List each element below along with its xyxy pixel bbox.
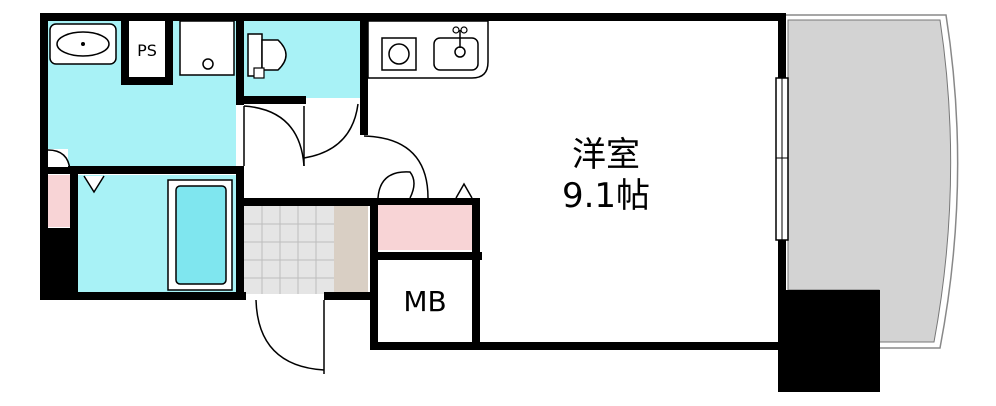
wall-bottom-bath bbox=[40, 292, 246, 300]
stove-icon bbox=[381, 37, 417, 71]
ps-box-inner bbox=[129, 21, 165, 77]
kitchen-storage-floor bbox=[375, 202, 473, 250]
balcony bbox=[783, 14, 959, 349]
washer-drain-icon bbox=[179, 20, 235, 76]
mb-wall-top bbox=[370, 252, 482, 260]
wall-wash-bottom bbox=[40, 166, 244, 174]
balcony-floor bbox=[787, 19, 952, 343]
bathtub-icon bbox=[167, 179, 233, 291]
door-openings bbox=[48, 149, 68, 167]
entrance-step bbox=[334, 206, 368, 294]
wall-entrance-top bbox=[236, 198, 374, 206]
ps-label: PS bbox=[137, 41, 157, 60]
mb-wall-left bbox=[370, 198, 378, 350]
entrance-tile-floor bbox=[244, 206, 334, 294]
left-closet-floor bbox=[46, 175, 72, 227]
wall-bottom-entrance bbox=[324, 292, 378, 300]
toilet-icon bbox=[247, 33, 287, 79]
walls bbox=[40, 13, 880, 392]
door-swings bbox=[47, 103, 473, 374]
door-swing-icon bbox=[83, 175, 105, 194]
mb-label: MB bbox=[403, 285, 446, 318]
entrance-tile-grid bbox=[244, 206, 334, 294]
kitchen-counter bbox=[367, 20, 489, 79]
corner-pillar bbox=[778, 290, 880, 392]
room-name: 洋室 bbox=[572, 135, 640, 175]
wall-bath-left bbox=[70, 166, 78, 296]
room-size: 9.1帖 bbox=[562, 176, 650, 216]
washbasin-icon bbox=[49, 23, 117, 65]
wall-kitchen-left bbox=[360, 13, 368, 135]
wall-top bbox=[40, 13, 786, 21]
wall-bath-right bbox=[236, 166, 244, 300]
wall-wash-toilet bbox=[236, 13, 244, 105]
wall-bottom-main bbox=[370, 342, 788, 350]
wall-toilet-bottom bbox=[236, 96, 306, 104]
storage-wall-top bbox=[370, 198, 480, 205]
wall-right-bottom bbox=[778, 236, 786, 294]
wall-left bbox=[40, 13, 48, 299]
right-window bbox=[775, 77, 789, 241]
mb-wall-right bbox=[472, 198, 480, 350]
wall-right-top bbox=[778, 13, 786, 83]
sink-icon bbox=[433, 26, 479, 71]
